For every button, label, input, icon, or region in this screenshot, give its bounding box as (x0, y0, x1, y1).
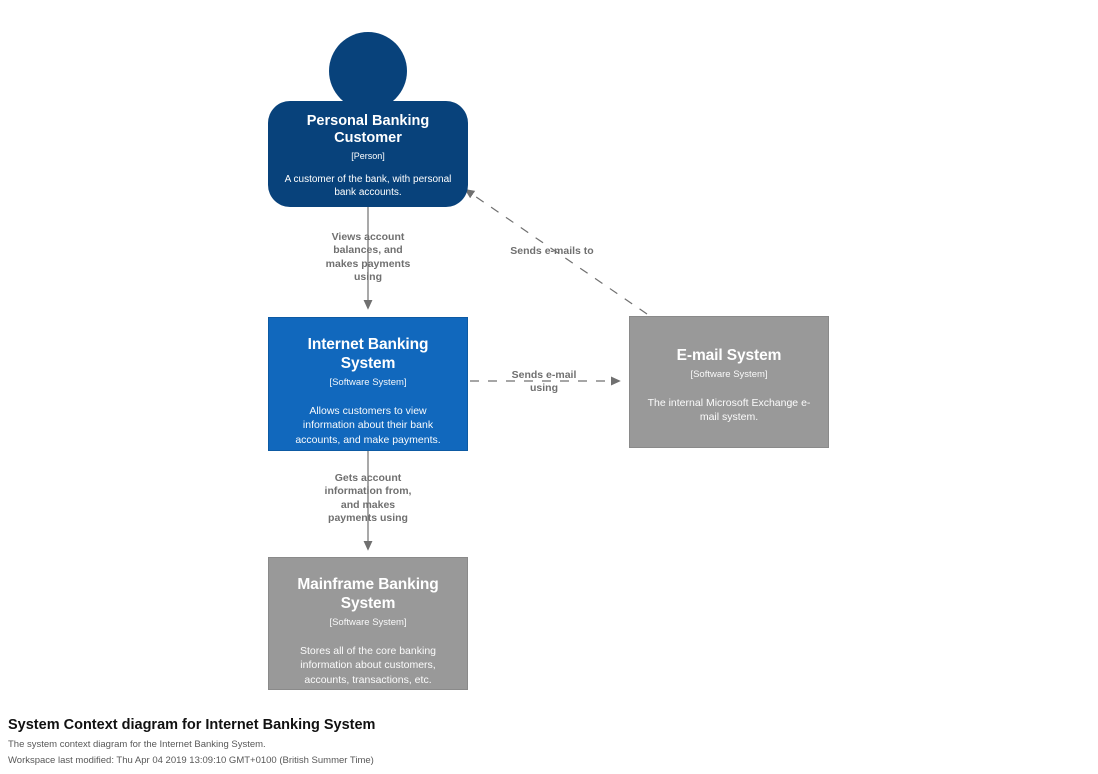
node-internet-banking-system[interactable]: Internet Banking System [Software System… (268, 317, 468, 451)
node-description: The internal Microsoft Exchange e-mail s… (647, 397, 811, 424)
node-title: Personal Banking Customer (306, 113, 430, 147)
edge-label-internet-banking-uses-mainframe: Gets account information from, and makes… (324, 472, 412, 525)
node-title: E-mail System (676, 347, 782, 364)
node-type-label: [Person] (351, 150, 385, 161)
diagram-canvas: Personal Banking Customer [Person] A cus… (268, 32, 829, 690)
node-email-system[interactable]: E-mail System [Software System] The inte… (629, 316, 829, 448)
node-type-label: [Software System] (329, 616, 407, 628)
node-personal-banking-customer[interactable]: Personal Banking Customer [Person] A cus… (268, 32, 468, 207)
edge-label-email-sends-to-customer: Sends e-mails to (510, 245, 594, 257)
node-title: Internet Banking System (307, 336, 429, 372)
node-title: Mainframe Banking System (297, 576, 439, 612)
workspace-last-modified: Workspace last modified: Thu Apr 04 2019… (8, 754, 374, 766)
edge-label-customer-uses-internet-banking: Views account balances, and makes paymen… (325, 231, 411, 284)
node-type-label: [Software System] (690, 368, 768, 380)
node-mainframe-banking-system[interactable]: Mainframe Banking System [Software Syste… (268, 557, 468, 690)
node-description: Allows customers to view information abo… (295, 405, 441, 446)
node-type-label: [Software System] (329, 376, 407, 388)
person-head-icon (329, 32, 407, 110)
diagram-description: The system context diagram for the Inter… (8, 738, 266, 750)
node-description: A customer of the bank, with personal ba… (284, 173, 452, 199)
edge-email-sends-to-customer (464, 188, 648, 315)
edge-layer (363, 188, 648, 551)
diagram-footer: System Context diagram for Internet Bank… (8, 716, 1088, 768)
person-body: Personal Banking Customer [Person] A cus… (268, 101, 468, 207)
diagram-caption: System Context diagram for Internet Bank… (8, 717, 376, 733)
edge-label-internet-banking-uses-email: Sends e-mail using (511, 369, 577, 395)
node-description: Stores all of the core banking informati… (300, 645, 436, 686)
